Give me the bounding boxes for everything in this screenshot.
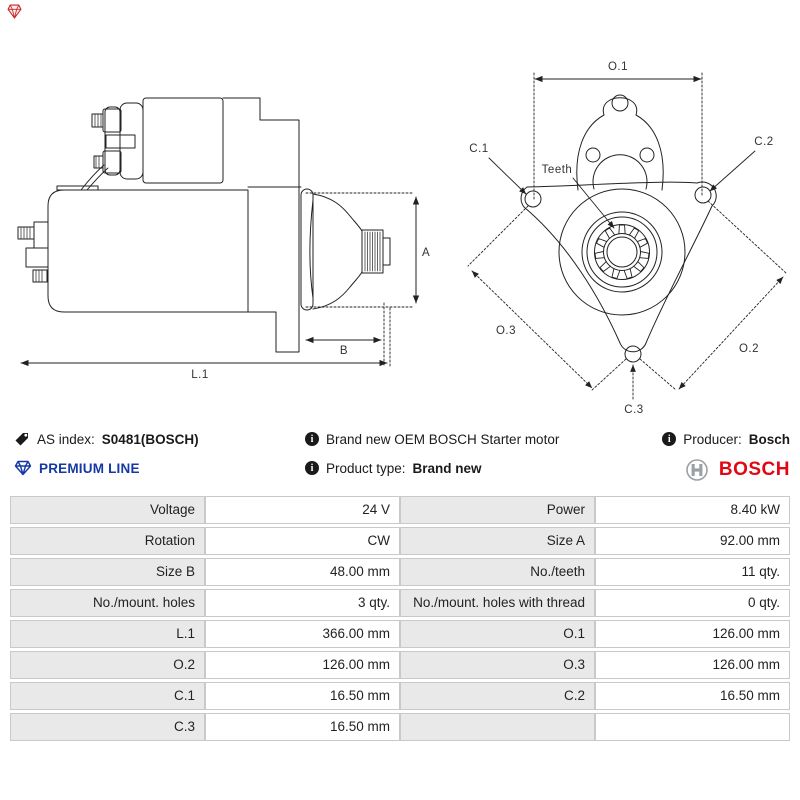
- spec-label-cell: C.1: [10, 682, 205, 710]
- spec-label-cell: O.1: [400, 620, 595, 648]
- dim-label-a: A: [422, 247, 430, 259]
- as-index-row: AS index: S0481(BOSCH): [14, 430, 199, 448]
- table-row: Rotation CW Size A 92.00 mm: [10, 527, 790, 555]
- premium-line-label: PREMIUM LINE: [39, 460, 140, 476]
- spec-value-cell: 16.50 mm: [205, 682, 400, 710]
- spec-label-cell: C.2: [400, 682, 595, 710]
- spec-label-cell: Power: [400, 496, 595, 524]
- table-row: L.1 366.00 mm O.1 126.00 mm: [10, 620, 790, 648]
- spec-label-cell: Rotation: [10, 527, 205, 555]
- table-row: C.1 16.50 mm C.2 16.50 mm: [10, 682, 790, 710]
- teeth-label: Teeth: [542, 164, 573, 176]
- spec-table: Voltage 24 V Power 8.40 kW Rotation CW S…: [10, 493, 790, 744]
- teeth-leader: [572, 177, 615, 229]
- spec-value-cell: 24 V: [205, 496, 400, 524]
- info-icon: i: [305, 461, 319, 475]
- as-index-label: AS index:: [37, 431, 95, 447]
- spec-value-cell: [595, 713, 790, 741]
- mount-hole-c3: [624, 345, 642, 363]
- drive-end-housing: [312, 193, 363, 232]
- spec-label-cell: Size A: [400, 527, 595, 555]
- spec-value-cell: 11 qty.: [595, 558, 790, 586]
- mount-hole-c1: [524, 190, 542, 208]
- dim-line-o3: [471, 270, 593, 389]
- table-row: Voltage 24 V Power 8.40 kW: [10, 496, 790, 524]
- spec-value-cell: 48.00 mm: [205, 558, 400, 586]
- bosch-emblem-icon: [686, 459, 708, 481]
- spec-label-cell: Voltage: [10, 496, 205, 524]
- dim-label-l1: L.1: [191, 369, 209, 381]
- spec-label-cell: No./mount. holes with thread: [400, 589, 595, 617]
- spec-value-cell: 16.50 mm: [595, 682, 790, 710]
- spec-label-cell: No./teeth: [400, 558, 595, 586]
- spec-value-cell: 126.00 mm: [205, 651, 400, 679]
- product-type-row: i Product type: Brand new: [305, 459, 482, 477]
- dim-label-b: B: [340, 345, 348, 357]
- premium-line-row: PREMIUM LINE: [14, 459, 140, 477]
- gem-watermark-icon: [7, 4, 22, 19]
- spec-value-cell: 8.40 kW: [595, 496, 790, 524]
- spec-label-cell: C.3: [10, 713, 205, 741]
- mount-hole-c2: [694, 186, 712, 204]
- table-row: No./mount. holes 3 qty. No./mount. holes…: [10, 589, 790, 617]
- spec-label-cell: No./mount. holes: [10, 589, 205, 617]
- description-text: Brand new OEM BOSCH Starter motor: [326, 431, 560, 447]
- dim-label-c3: C.3: [624, 404, 643, 416]
- producer-value: Bosch: [748, 431, 790, 447]
- top-arch: [576, 97, 664, 191]
- spec-value-cell: 126.00 mm: [595, 620, 790, 648]
- mounting-flange: [520, 181, 717, 353]
- spec-label-cell: [400, 713, 595, 741]
- spec-label-cell: Size B: [10, 558, 205, 586]
- spec-value-cell: CW: [205, 527, 400, 555]
- dim-label-c2: C.2: [754, 136, 773, 148]
- table-row: C.3 16.50 mm: [10, 713, 790, 741]
- spec-value-cell: 92.00 mm: [595, 527, 790, 555]
- spec-value-cell: 16.50 mm: [205, 713, 400, 741]
- spec-value-cell: 3 qty.: [205, 589, 400, 617]
- dim-label-o2: O.2: [739, 343, 759, 355]
- product-type-value: Brand new: [412, 460, 482, 476]
- spec-label-cell: O.2: [10, 651, 205, 679]
- table-row: Size B 48.00 mm No./teeth 11 qty.: [10, 558, 790, 586]
- table-row: O.2 126.00 mm O.3 126.00 mm: [10, 651, 790, 679]
- spec-value-cell: 0 qty.: [595, 589, 790, 617]
- solenoid-body: [142, 97, 224, 184]
- producer-row: i Producer: Bosch: [662, 430, 790, 448]
- c1-leader: [488, 157, 527, 195]
- mounting-bracket: [222, 97, 300, 353]
- premium-diamond-icon: [14, 460, 32, 476]
- side-view-drawing: [17, 97, 420, 368]
- bosch-logo-text: BOSCH: [718, 459, 790, 480]
- info-icon: i: [305, 432, 319, 446]
- info-icon: i: [662, 432, 677, 446]
- dim-label-o3: O.3: [496, 325, 516, 337]
- spec-value-cell: 126.00 mm: [595, 651, 790, 679]
- motor-housing: [47, 189, 249, 313]
- tag-icon: [15, 433, 28, 446]
- spec-label-cell: O.3: [400, 651, 595, 679]
- bosch-logo: BOSCH: [685, 458, 790, 482]
- producer-label: Producer:: [683, 431, 742, 447]
- dim-label-o1: O.1: [608, 61, 628, 73]
- dim-label-c1: C.1: [469, 143, 488, 155]
- dim-line-o2: [678, 276, 784, 390]
- c2-leader: [709, 150, 756, 192]
- product-type-label: Product type:: [326, 460, 406, 476]
- as-index-value: S0481(BOSCH): [101, 431, 199, 447]
- pinion-teeth: [594, 224, 650, 279]
- spec-label-cell: L.1: [10, 620, 205, 648]
- technical-drawings: A B L.1: [17, 61, 787, 416]
- spec-value-cell: 366.00 mm: [205, 620, 400, 648]
- description-row: i Brand new OEM BOSCH Starter motor: [305, 430, 559, 448]
- front-view-drawing: [467, 72, 787, 400]
